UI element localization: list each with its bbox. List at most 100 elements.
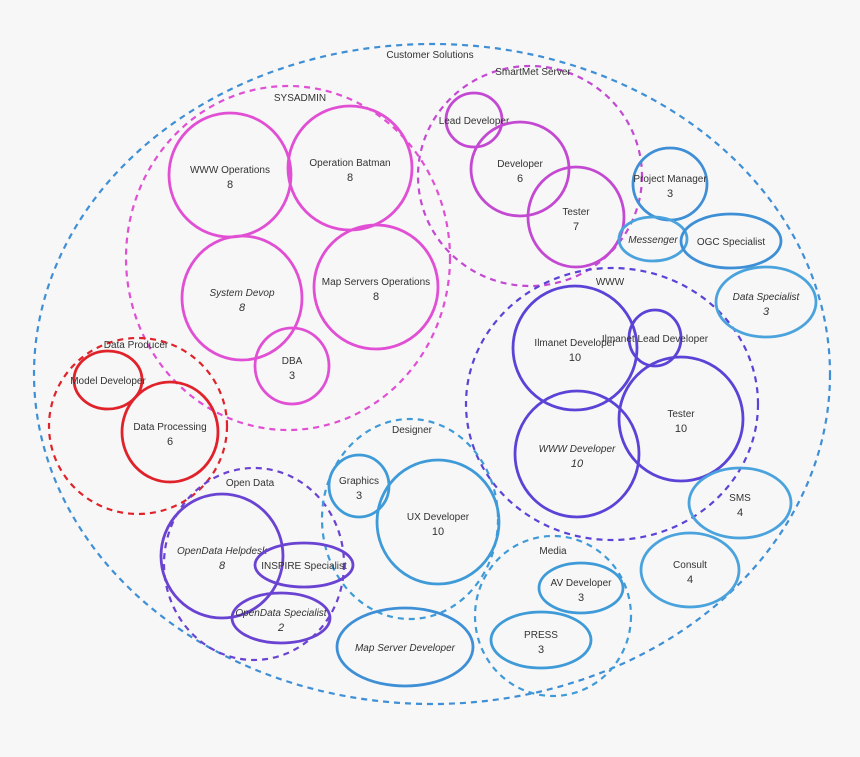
group-media: Media xyxy=(473,534,633,698)
group-label-designer: Designer xyxy=(392,425,433,436)
group-ring-smartmet xyxy=(416,64,644,288)
node-av-developer: AV Developer 3 xyxy=(537,561,625,615)
node-count-smartmet-tester: 7 xyxy=(573,221,579,233)
node-label-smartmet-developer: Developer xyxy=(497,159,543,170)
node-data-specialist: Data Specialist 3 xyxy=(714,265,818,339)
node-ilmanet-lead-developer: Ilmanet Lead Developer xyxy=(602,308,709,368)
node-ring-ux-developer xyxy=(375,458,501,586)
node-label-av-developer: AV Developer xyxy=(551,578,613,589)
node-count-ux-developer: 10 xyxy=(432,526,444,538)
node-map-server-developer: Map Server Developer xyxy=(335,606,475,688)
node-label-opendata-helpdesk: OpenData Helpdesk xyxy=(177,546,268,557)
node-count-system-devop: 8 xyxy=(239,302,246,314)
node-system-devop: System Devop 8 xyxy=(180,234,304,362)
node-project-manager: Project Manager 3 xyxy=(631,146,709,222)
node-label-dba: DBA xyxy=(282,356,303,367)
node-www-developer: WWW Developer 10 xyxy=(513,389,641,519)
group-label-opendata: Open Data xyxy=(226,478,275,489)
node-ring-opendata-helpdesk xyxy=(159,492,285,620)
node-count-graphics: 3 xyxy=(356,490,362,502)
node-smartmet-lead-developer: Lead Developer xyxy=(439,91,510,149)
node-count-data-processing: 6 xyxy=(167,436,173,448)
node-label-www-tester: Tester xyxy=(667,409,695,420)
node-label-map-server-developer: Map Server Developer xyxy=(355,643,456,654)
group-label-producer: Data Producer xyxy=(104,340,169,351)
node-label-press: PRESS xyxy=(524,630,558,641)
node-ring-model-developer xyxy=(72,349,144,411)
node-ring-press xyxy=(489,610,593,670)
node-ring-dba xyxy=(253,326,331,406)
node-ring-map-servers-operations xyxy=(312,223,440,351)
node-model-developer: Model Developer xyxy=(70,349,146,411)
node-label-www-developer: WWW Developer xyxy=(539,444,616,455)
group-label-customer: Customer Solutions xyxy=(386,50,473,61)
node-ring-ilmanet-developer xyxy=(511,284,639,412)
group-label-sysadmin: SYSADMIN xyxy=(274,93,326,104)
node-label-ilmanet-lead-developer: Ilmanet Lead Developer xyxy=(602,334,709,345)
node-label-model-developer: Model Developer xyxy=(70,376,146,387)
node-ring-data-processing xyxy=(120,380,220,484)
node-ring-www-tester xyxy=(617,355,745,483)
node-label-map-servers-operations: Map Servers Operations xyxy=(322,277,430,288)
group-producer: Data Producer xyxy=(47,336,229,516)
node-ring-consult xyxy=(639,531,741,609)
node-label-ux-developer: UX Developer xyxy=(407,512,470,523)
group-smartmet: SmartMet Server xyxy=(416,64,644,288)
node-count-project-manager: 3 xyxy=(667,188,673,200)
node-count-www-tester: 10 xyxy=(675,423,687,435)
node-graphics: Graphics 3 xyxy=(327,453,391,519)
node-count-av-developer: 3 xyxy=(578,592,584,604)
node-count-map-servers-operations: 8 xyxy=(373,291,379,303)
group-customer: Customer Solutions xyxy=(32,42,832,706)
group-ring-customer xyxy=(32,42,832,706)
group-ring-media xyxy=(473,534,633,698)
group-ring-opendata xyxy=(162,466,346,662)
node-count-ilmanet-developer: 10 xyxy=(569,352,581,364)
group-ring-www xyxy=(464,266,760,542)
node-count-dba: 3 xyxy=(289,370,295,382)
node-label-project-manager: Project Manager xyxy=(633,174,707,185)
node-smartmet-developer: Developer 6 xyxy=(469,120,571,218)
node-count-opendata-specialist: 2 xyxy=(277,622,284,634)
node-count-www-operations: 8 xyxy=(227,179,233,191)
node-press: PRESS 3 xyxy=(489,610,593,670)
group-label-media: Media xyxy=(539,546,567,557)
node-label-sms: SMS xyxy=(729,493,751,504)
node-count-smartmet-developer: 6 xyxy=(517,173,523,185)
node-count-data-specialist: 3 xyxy=(763,306,770,318)
node-ring-ogc-specialist xyxy=(679,212,783,270)
node-label-www-operations: WWW Operations xyxy=(190,165,270,176)
group-label-smartmet: SmartMet Server xyxy=(495,67,571,78)
node-ring-messenger xyxy=(617,215,689,263)
node-label-system-devop: System Devop xyxy=(209,288,274,299)
node-ring-smartmet-tester xyxy=(526,165,626,269)
node-label-messenger: Messenger xyxy=(628,235,678,246)
node-count-press: 3 xyxy=(538,644,544,656)
node-label-data-specialist: Data Specialist xyxy=(733,292,801,303)
node-dba: DBA 3 xyxy=(253,326,331,406)
node-ring-smartmet-lead-developer xyxy=(444,91,504,149)
group-ring-producer xyxy=(47,336,229,516)
node-messenger: Messenger xyxy=(617,215,689,263)
node-count-www-developer: 10 xyxy=(571,458,584,470)
node-label-ilmanet-developer: Ilmanet Developer xyxy=(534,338,616,349)
node-count-opendata-helpdesk: 8 xyxy=(219,560,226,572)
node-ux-developer: UX Developer 10 xyxy=(375,458,501,586)
node-ring-data-specialist xyxy=(714,265,818,339)
node-ogc-specialist: OGC Specialist xyxy=(679,212,783,270)
node-label-smartmet-tester: Tester xyxy=(562,207,590,218)
group-opendata: Open Data xyxy=(162,466,346,662)
node-label-smartmet-lead-developer: Lead Developer xyxy=(439,116,510,127)
node-label-ogc-specialist: OGC Specialist xyxy=(697,237,766,248)
group-sysadmin: SYSADMIN xyxy=(124,84,452,432)
node-ring-smartmet-developer xyxy=(469,120,571,218)
node-label-operation-batman: Operation Batman xyxy=(309,158,390,169)
node-label-graphics: Graphics xyxy=(339,476,379,487)
